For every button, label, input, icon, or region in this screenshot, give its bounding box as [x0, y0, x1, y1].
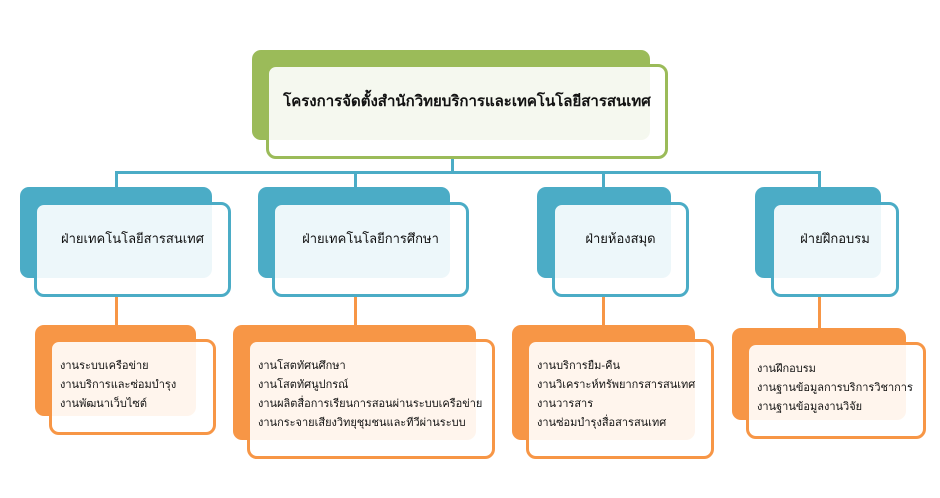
task-item: งานวิเคราะห์ทรัพยากรสารสนเทศ — [537, 378, 696, 391]
connector-task-3 — [602, 296, 605, 326]
connector-task-4 — [818, 296, 821, 329]
connector-root — [451, 158, 454, 173]
connector-dept-1 — [115, 171, 118, 188]
task-item: งานกระจายเสียงวิทยุชุมชนและทีวีผ่านระบบ — [258, 416, 466, 429]
department-box: ฝ่ายเทคโนโลยีการศึกษา — [272, 202, 469, 297]
task-item: งานบริการและซ่อมบำรุง — [60, 378, 177, 391]
task-box: งานฝึกอบรม งานฐานข้อมูลการบริการวิชาการ … — [746, 342, 926, 439]
department-box: ฝ่ายเทคโนโลยีสารสนเทศ — [34, 202, 231, 297]
department-box: ฝ่ายฝึกอบรม — [771, 202, 899, 297]
task-item: งานระบบเครือข่าย — [60, 359, 149, 372]
task-item: งานวารสาร — [537, 397, 594, 410]
connector-task-1 — [115, 296, 118, 326]
root-node-box: โครงการจัดตั้งสำนักวิทยบริการและเทคโนโลย… — [266, 64, 668, 159]
root-title: โครงการจัดตั้งสำนักวิทยบริการและเทคโนโลย… — [283, 91, 651, 110]
department-name: ฝ่ายเทคโนโลยีการศึกษา — [302, 232, 439, 247]
task-item: งานฐานข้อมูลงานวิจัย — [757, 400, 863, 413]
task-box: งานโสตทัศนศึกษา งานโสตทัศนูปกรณ์ งานผลิต… — [247, 339, 495, 459]
task-box: งานบริการยืม-คืน งานวิเคราะห์ทรัพยากรสาร… — [526, 339, 714, 459]
connector-dept-4 — [818, 171, 821, 188]
task-list: งานบริการยืม-คืน งานวิเคราะห์ทรัพยากรสาร… — [529, 356, 695, 432]
connector-dept-3 — [602, 171, 605, 188]
connector-dept-2 — [354, 171, 357, 188]
task-list: งานโสตทัศนศึกษา งานโสตทัศนูปกรณ์ งานผลิต… — [250, 356, 482, 432]
department-name: ฝ่ายห้องสมุด — [585, 232, 656, 247]
task-item: งานฐานข้อมูลการบริการวิชาการ — [757, 381, 913, 394]
connector-task-2 — [354, 296, 357, 326]
task-list: งานระบบเครือข่าย งานบริการและซ่อมบำรุง ง… — [52, 356, 176, 413]
task-item: งานโสตทัศนศึกษา — [258, 359, 346, 372]
task-box: งานระบบเครือข่าย งานบริการและซ่อมบำรุง ง… — [49, 339, 216, 435]
task-item: งานพัฒนาเว็บไซต์ — [60, 397, 148, 410]
task-item: งานบริการยืม-คืน — [537, 359, 620, 372]
task-list: งานฝึกอบรม งานฐานข้อมูลการบริการวิชาการ … — [749, 359, 913, 416]
department-name: ฝ่ายฝึกอบรม — [800, 232, 870, 247]
task-item: งานผลิตสื่อการเรียนการสอนผ่านระบบเครือข่… — [258, 397, 483, 410]
department-name: ฝ่ายเทคโนโลยีสารสนเทศ — [61, 232, 204, 247]
task-item: งานฝึกอบรม — [757, 362, 816, 375]
department-box: ฝ่ายห้องสมุด — [552, 202, 689, 297]
connector-horizontal — [115, 171, 821, 174]
task-item: งานโสตทัศนูปกรณ์ — [258, 378, 349, 391]
task-item: งานซ่อมบำรุงสื่อสารสนเทศ — [537, 416, 667, 429]
